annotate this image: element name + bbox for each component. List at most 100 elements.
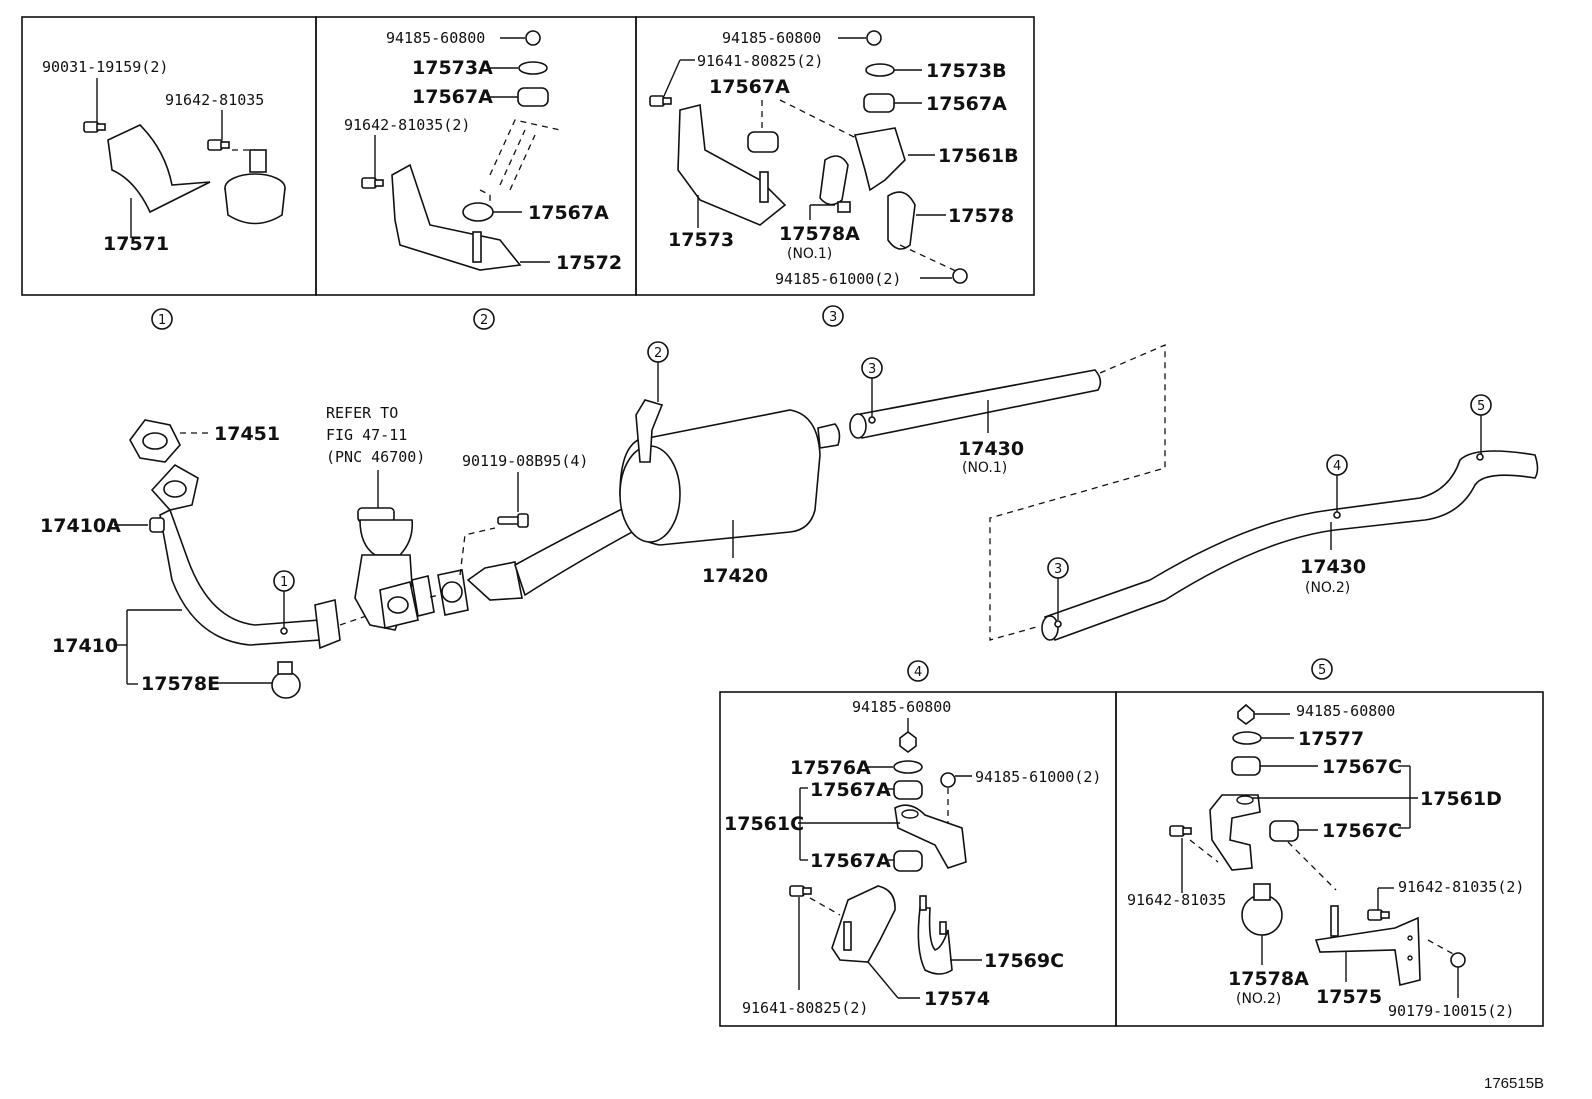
label-17567C-a: 17567C [1322,756,1402,778]
figure-code: 176515B [1484,1075,1544,1092]
label-17578E: 17578E [141,673,220,695]
svg-text:4: 4 [914,665,922,680]
label-17567C-b: 17567C [1322,820,1402,842]
label-17430-no1: 17430 [958,438,1024,460]
svg-text:2: 2 [480,313,488,328]
svg-text:3: 3 [829,310,837,325]
svg-text:3: 3 [868,362,876,377]
clamp-17569C [917,907,953,975]
washer-icon [518,61,548,75]
bolt-icon [207,139,230,151]
catalytic-converter [354,507,435,631]
hanger-bracket [635,399,664,463]
label-17574: 17574 [924,988,990,1010]
label-91642-81035-b: 91642-81035(2) [1398,878,1524,896]
svg-text:5: 5 [1477,399,1485,414]
front-pipe-17410 [150,463,379,650]
label-17410: 17410 [52,635,118,657]
detail-box-3: 94185-60800 91641-80825(2) 17567A 17573B… [635,16,1035,296]
detail-box-2: 94185-60800 17573A 17567A 91642-81035(2)… [315,16,637,296]
label-17572: 17572 [556,252,622,274]
callout-5: 5 [1470,394,1492,416]
nut-icon [899,731,917,753]
label-91641-80825: 91641-80825(2) [697,52,823,70]
label-17430-no2: 17430 [1300,556,1366,578]
washer-icon [1232,731,1262,745]
label-17573B: 17573B [926,60,1007,82]
label-17567A-top: 17567A [412,86,493,108]
label-17569C: 17569C [984,950,1064,972]
cushion-icon [1269,820,1299,842]
callout-4: 4 [907,660,929,682]
svg-text:1: 1 [158,313,166,328]
clamp-band [224,149,286,225]
label-94185-61000: 94185-61000(2) [775,270,901,288]
bolt-icon [1367,909,1390,921]
refer-line-1: REFER TO [326,404,398,422]
label-17577: 17577 [1298,728,1364,750]
cushion-icon [893,780,923,800]
callout-3: 3 [861,357,883,379]
label-91642-81035: 91642-81035 [165,91,264,109]
gasket-17451: 17451 [129,419,280,463]
refer-line-2: FIG 47-11 [326,426,407,444]
callout-3: 3 [822,305,844,327]
label-90179-10015: 90179-10015(2) [1388,1002,1514,1020]
label-17561C: 17561C [724,813,804,835]
cushion-icon [747,131,779,153]
label-90119-08B95: 90119-08B95(4) [462,452,588,470]
label-94185-60800: 94185-60800 [386,29,485,47]
muffler-17420 [466,409,841,601]
label-91641-80825: 91641-80825(2) [742,999,868,1017]
svg-text:3: 3 [1054,562,1062,577]
flange-17420 [437,569,469,616]
callout-1: 1 [151,308,173,330]
nut-icon [866,30,882,46]
clamp-17578A [819,155,849,206]
callout-5: 5 [1311,658,1333,680]
bolt-icon [1169,825,1192,837]
label-17561B: 17561B [938,145,1019,167]
bolt-icon [497,513,529,528]
tailpipe-17430-no2 [1041,450,1539,642]
clamp-17578A [1241,883,1283,936]
bracket-17561D [1209,794,1261,871]
tailpipe-17430-no1 [849,369,1102,439]
label-17567A-right: 17567A [926,93,1007,115]
callout-2: 2 [473,308,495,330]
callout-1: 1 [273,570,295,592]
callout-3: 3 [1047,557,1069,579]
label-no1: (NO.1) [962,460,1007,476]
label-94185-61000: 94185-61000(2) [975,768,1101,786]
cushion-icon [462,202,494,222]
clamp-17578E [271,661,301,699]
heat-shield-bracket [107,124,211,214]
label-91642-81035-2: 91642-81035(2) [344,116,470,134]
bracket-17561C [894,804,967,869]
hanger-17574 [831,885,896,963]
svg-text:5: 5 [1318,663,1326,678]
label-17578A: 17578A [1228,968,1309,990]
cushion-icon [893,850,923,872]
label-17567A-left: 17567A [709,76,790,98]
label-17571: 17571 [103,233,169,255]
refer-line-3: (PNC 46700) [326,448,425,466]
label-94185-60800: 94185-60800 [1296,702,1395,720]
label-17575: 17575 [1316,986,1382,1008]
bolt-icon [649,95,672,107]
detail-box-5: 94185-60800 17577 17567C 17561D 17567C 9… [1115,691,1544,1027]
bolt-icon [361,177,384,189]
label-17420: 17420 [702,565,768,587]
nut-icon [940,772,956,788]
label-no2: (NO.2) [1236,991,1281,1007]
bolt-icon [789,885,812,897]
washer-icon [893,760,923,774]
hanger-bracket [677,104,787,226]
label-no1: (NO.1) [787,246,832,262]
label-17567A: 17567A [528,202,609,224]
label-17567A-b: 17567A [810,850,891,872]
bracket-17575 [1314,916,1421,986]
label-17410A: 17410A [40,515,121,537]
label-17578A: 17578A [779,223,860,245]
